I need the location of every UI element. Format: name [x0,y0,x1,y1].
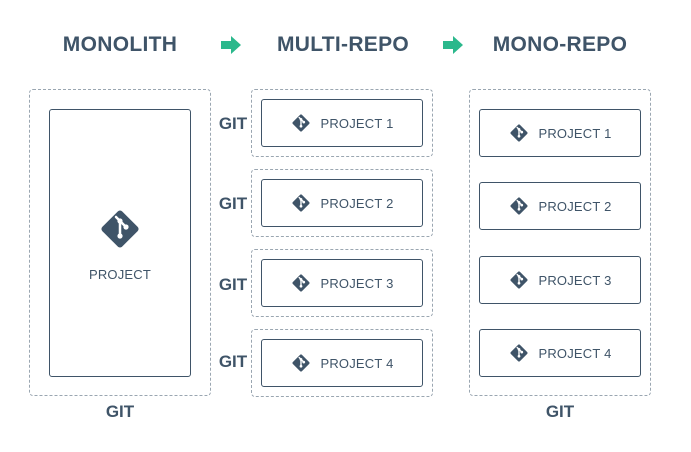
mono-repo-git-repo [469,89,651,396]
project-box: PROJECT 4 [479,329,641,377]
git-logo-icon [96,205,144,253]
project-box: PROJECT 3 [261,259,423,307]
heading-monolith: MONOLITH [62,33,178,56]
git-label: GIT [218,114,248,133]
project-label: PROJECT 3 [320,275,394,291]
arrow-right-icon [443,36,463,54]
arrow-right-icon [221,36,241,54]
monolith-git-repo [29,89,211,396]
git-logo-icon [290,112,312,134]
project-label: PROJECT [88,266,152,282]
project-label: PROJECT 4 [538,345,612,361]
heading-multi-repo: MULTI-REPO [276,33,410,56]
git-logo-icon [508,269,530,291]
git-label: GIT [545,402,575,421]
multi-repo-git-repo [251,169,433,237]
git-logo-icon [290,352,312,374]
git-label: GIT [105,402,135,421]
project-box: PROJECT 1 [261,99,423,147]
monolith-project-box: PROJECT [49,109,191,377]
project-box: PROJECT 4 [261,339,423,387]
git-label: GIT [218,352,248,371]
multi-repo-git-repo [251,249,433,317]
git-logo-icon [290,272,312,294]
heading-mono-repo: MONO-REPO [492,33,628,56]
git-label: GIT [218,194,248,213]
project-box: PROJECT 2 [479,182,641,230]
project-label: PROJECT 1 [320,115,394,131]
project-label: PROJECT 2 [320,195,394,211]
project-box: PROJECT 1 [479,109,641,157]
project-label: PROJECT 4 [320,355,394,371]
git-label: GIT [218,275,248,294]
project-box: PROJECT 2 [261,179,423,227]
git-logo-icon [508,122,530,144]
git-logo-icon [290,192,312,214]
project-label: PROJECT 1 [538,125,612,141]
git-logo-icon [508,342,530,364]
project-box: PROJECT 3 [479,256,641,304]
project-label: PROJECT 3 [538,272,612,288]
project-label: PROJECT 2 [538,198,612,214]
multi-repo-git-repo [251,329,433,397]
multi-repo-git-repo [251,89,433,157]
git-logo-icon [508,195,530,217]
